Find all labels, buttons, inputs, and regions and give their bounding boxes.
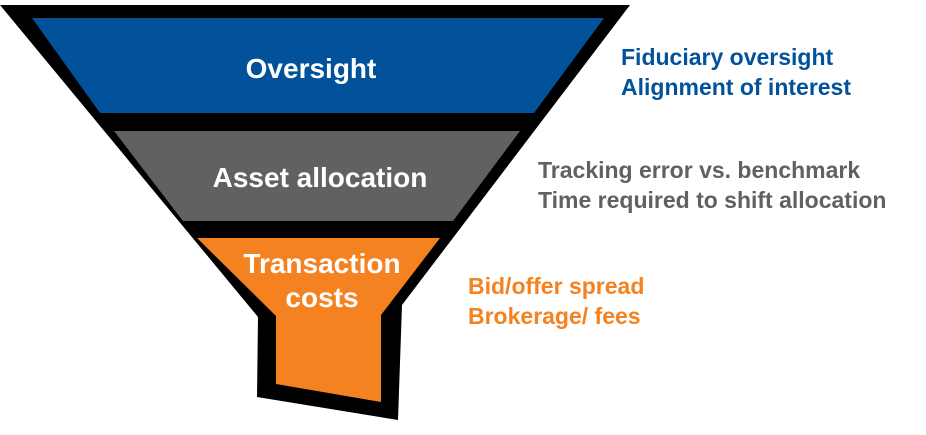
costs-notes: Bid/offer spread Brokerage/ fees — [468, 271, 644, 331]
oversight-notes: Fiduciary oversight Alignment of interes… — [621, 42, 851, 102]
transaction-costs-label-line1: Transaction — [243, 248, 400, 279]
funnel-section-allocation — [114, 131, 520, 221]
oversight-note-1: Fiduciary oversight — [621, 44, 834, 70]
costs-note-1: Bid/offer spread — [468, 273, 645, 299]
transaction-costs-label-line2: costs — [285, 282, 358, 313]
allocation-notes: Tracking error vs. benchmark Time requir… — [538, 155, 886, 215]
asset-allocation-label: Asset allocation — [213, 162, 428, 193]
allocation-note-2: Time required to shift allocation — [538, 187, 887, 213]
oversight-note-2: Alignment of interest — [621, 74, 852, 100]
funnel-section-costs — [197, 238, 440, 402]
costs-note-2: Brokerage/ fees — [468, 303, 641, 329]
oversight-label: Oversight — [246, 53, 377, 84]
funnel-section-oversight — [32, 18, 604, 113]
allocation-note-1: Tracking error vs. benchmark — [538, 157, 861, 183]
